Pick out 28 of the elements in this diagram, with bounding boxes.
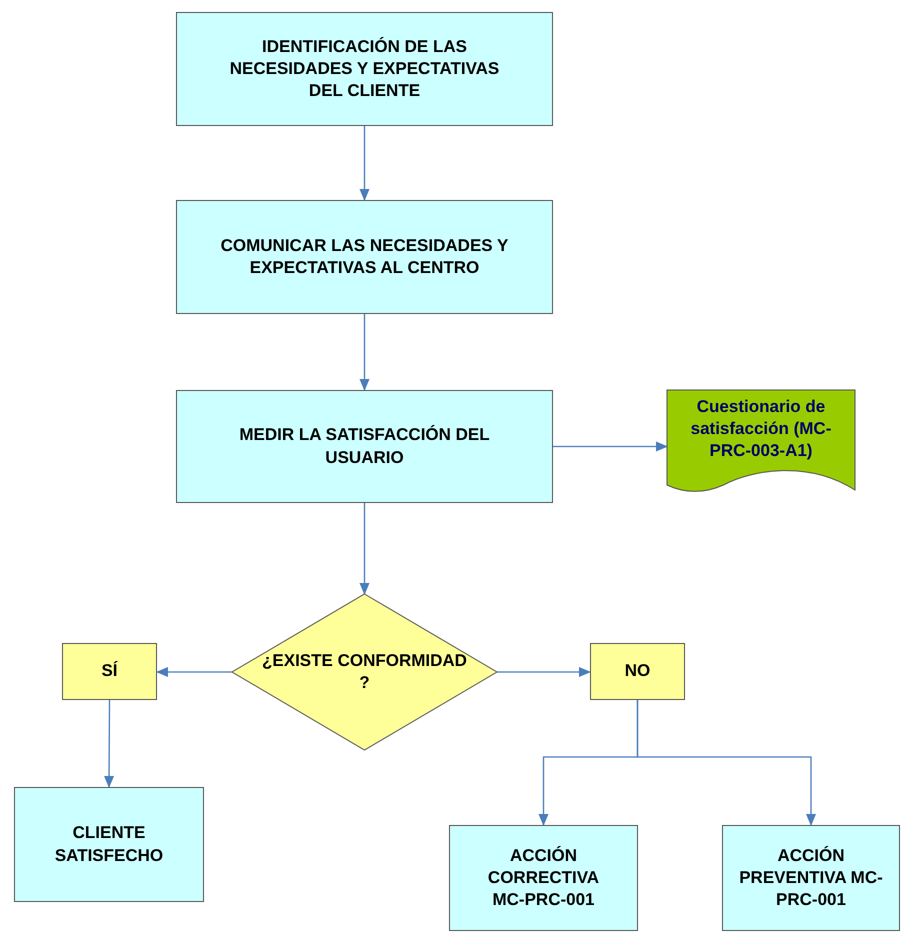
- node-label: COMUNICAR LAS NECESIDADES Y EXPECTATIVAS AL CENTRO: [220, 234, 510, 279]
- arrow: [360, 503, 370, 595]
- process-box: [449, 825, 638, 931]
- node-label: IDENTIFICACIÓN DE LAS NECESIDADES Y EXPECTATIVAS DEL CLIENTE: [228, 36, 500, 102]
- arrow: [156, 667, 232, 677]
- arrow: [104, 700, 114, 788]
- node-label: SÍ: [101, 660, 118, 682]
- process-box: [14, 787, 204, 902]
- node-label: ACCIÓN PREVENTIVA MC-PRC-001: [738, 844, 884, 912]
- node-label: ACCIÓN CORRECTIVA MC-PRC-001: [486, 844, 600, 912]
- process-box: [62, 643, 157, 700]
- decision-diamond: [232, 594, 497, 750]
- arrow: [360, 126, 370, 201]
- process-box: [722, 825, 900, 931]
- arrow: [497, 667, 591, 677]
- node-label: ¿EXISTE CONFORMIDAD ?: [261, 650, 468, 694]
- process-box: [176, 200, 553, 314]
- process-box: [590, 643, 685, 700]
- arrow: [553, 442, 668, 452]
- process-box: [176, 390, 553, 503]
- arrow: [360, 314, 370, 391]
- process-box: [176, 12, 553, 126]
- node-label: NO: [624, 660, 650, 682]
- arrow: [636, 700, 816, 826]
- node-label: CLIENTE SATISFECHO: [54, 822, 164, 866]
- document-shape: [667, 390, 855, 490]
- node-label: Cuestionario de satisfacción (MC-PRC-003-A1): [690, 396, 832, 462]
- node-label: MEDIR LA SATISFACCIÓN DEL USUARIO: [238, 424, 491, 468]
